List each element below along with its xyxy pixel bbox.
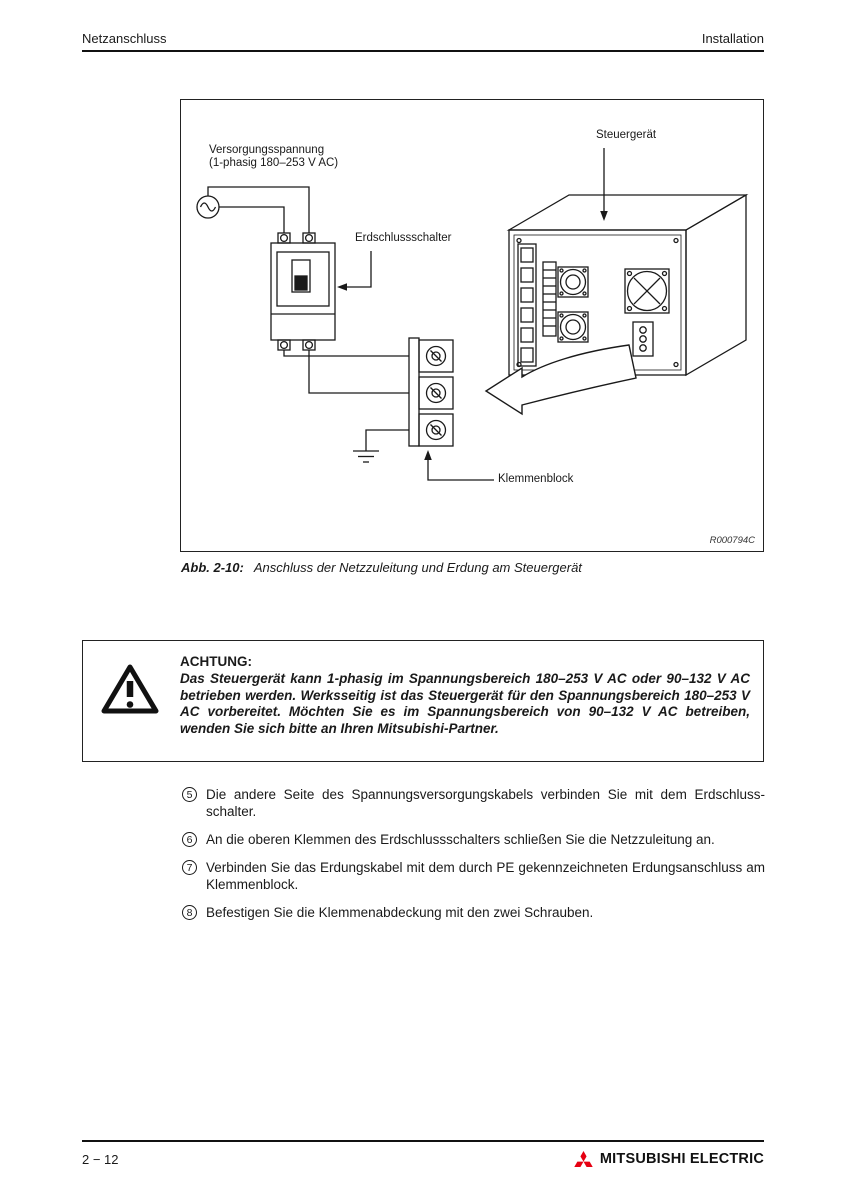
page-footer: 2 − 12 MITSUBISHI ELECTRIC (82, 1148, 764, 1170)
warning-body: Das Steuergerät kann 1-phasig im Spannun… (180, 671, 750, 736)
cable-route-arrow (484, 344, 637, 416)
label-erdschlussschalter: Erdschlussschalter (355, 232, 452, 244)
header-rule (82, 50, 764, 52)
warning-box: ACHTUNG: Das Steuergerät kann 1-phasig i… (82, 640, 764, 762)
figure-2-10: Versorgungsspannung (1-phasig 180–253 V … (180, 99, 764, 552)
label-versorgungsspannung: Versorgungsspannung (1-phasig 180–253 V … (209, 144, 338, 170)
step-8-text: Befestigen Sie die Klemmenabdeckung mit … (206, 905, 594, 920)
steuergeraet-pointer (600, 148, 608, 221)
brand-block: MITSUBISHI ELECTRIC (573, 1151, 764, 1167)
footer-rule (82, 1140, 764, 1142)
warning-triangle-icon (101, 664, 159, 714)
step-5-text: Die andere Seite des Spannungsversorgung… (206, 787, 765, 819)
label-versorgungsspannung-line1: Versorgungsspannung (209, 144, 325, 156)
header-left-title: Netzanschluss (82, 31, 167, 46)
step-8-number: 8 (182, 905, 197, 920)
klemmenblock-pointer (424, 450, 494, 481)
step-5: 5 Die andere Seite des Spannungsversorgu… (182, 786, 765, 820)
page-header: Netzanschluss Installation (82, 31, 764, 46)
ground-symbol (353, 429, 409, 463)
erdschlussschalter-pointer (337, 251, 372, 291)
control-unit (506, 193, 749, 377)
warning-text-block: ACHTUNG: Das Steuergerät kann 1-phasig i… (180, 654, 750, 737)
step-6-text: An die oberen Klemmen des Erdschlussscha… (206, 832, 715, 847)
step-8: 8 Befestigen Sie die Klemmenabdeckung mi… (182, 904, 765, 921)
step-6-number: 6 (182, 832, 197, 847)
mitsubishi-logo-icon (574, 1151, 593, 1167)
label-klemmenblock: Klemmenblock (498, 473, 574, 485)
ac-source-symbol (196, 186, 310, 233)
page-number: 2 − 12 (82, 1151, 119, 1167)
figure-caption-text: Anschluss der Netzzuleitung und Erdung a… (253, 560, 582, 575)
header-right-title: Installation (701, 31, 764, 46)
figure-reference-code: R000794C (709, 535, 755, 546)
circuit-breaker (270, 232, 336, 351)
step-6: 6 An die oberen Klemmen des Erdschlusssc… (182, 831, 765, 848)
figure-caption: Abb. 2-10: Anschluss der Netzzuleitung un… (181, 560, 765, 575)
terminal-block (408, 337, 454, 447)
warning-title: ACHTUNG: (180, 654, 252, 669)
instruction-steps: 5 Die andere Seite des Spannungsversorgu… (182, 786, 765, 932)
step-7-number: 7 (182, 860, 197, 875)
brand-name: MITSUBISHI ELECTRIC (599, 1151, 764, 1167)
wire-phase (283, 350, 409, 357)
step-5-number: 5 (182, 787, 197, 802)
step-7: 7 Verbinden Sie das Erdungskabel mit dem… (182, 859, 765, 893)
label-versorgungsspannung-line2: (1-phasig 180–253 V AC) (209, 157, 339, 169)
wiring-diagram (196, 148, 749, 481)
label-steuergeraet: Steuergerät (596, 129, 657, 141)
figure-caption-label: Abb. 2-10: (181, 560, 244, 575)
wire-neutral (308, 350, 409, 394)
step-7-text: Verbinden Sie das Erdungskabel mit dem d… (206, 860, 765, 892)
